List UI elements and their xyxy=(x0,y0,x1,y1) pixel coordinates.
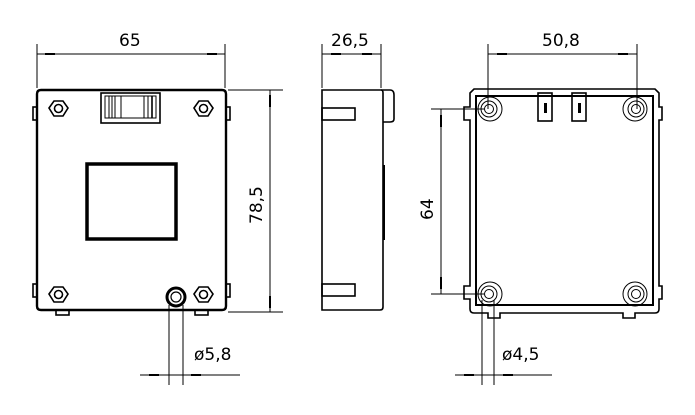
front-lug xyxy=(32,106,38,121)
rear-body-inner-outline xyxy=(475,95,654,306)
dimension-front-width xyxy=(36,44,226,88)
dimension-label-diameter-4-5: ø4,5 xyxy=(502,345,539,365)
rear-view: 50,8 64 ø4,5 xyxy=(418,31,663,385)
dimension-front-height xyxy=(228,89,283,313)
dimension-rear-hole xyxy=(455,300,552,385)
front-body-outline xyxy=(35,88,228,312)
front-lug xyxy=(32,283,38,298)
side-tab xyxy=(381,89,395,123)
mounting-hole-icon xyxy=(622,281,648,307)
led-hole-icon xyxy=(165,286,187,308)
dimension-label-65: 65 xyxy=(119,31,141,51)
terminal-icon xyxy=(571,92,587,122)
rear-body-outer-outline xyxy=(463,88,663,319)
mounting-hole-icon xyxy=(622,96,648,122)
dimension-label-50-8: 50,8 xyxy=(542,31,580,51)
front-foot xyxy=(194,309,209,316)
dimension-rear-hole-spacing-h xyxy=(487,44,638,109)
hex-nut-icon xyxy=(48,100,69,117)
side-slot xyxy=(321,107,356,121)
dimension-side-depth xyxy=(321,44,382,88)
front-lug xyxy=(225,106,231,121)
terminal-icon xyxy=(537,92,553,122)
side-body-outline xyxy=(321,89,384,311)
dimension-label-64: 64 xyxy=(418,198,438,220)
display-window xyxy=(85,162,178,241)
dimension-label-26-5: 26,5 xyxy=(331,31,369,51)
dimension-front-hole xyxy=(140,305,240,385)
front-lug xyxy=(225,283,231,298)
hex-nut-icon xyxy=(193,100,214,117)
side-view: 26,5 xyxy=(321,31,395,311)
front-foot xyxy=(55,309,70,316)
hex-nut-icon xyxy=(193,286,214,303)
dimension-label-diameter-5-8: ø5,8 xyxy=(194,345,231,365)
switch-icon xyxy=(100,92,161,124)
hex-nut-icon xyxy=(48,286,69,303)
front-view: 65 78,5 ø5,8 xyxy=(32,31,283,385)
side-slot xyxy=(321,283,356,297)
dimension-label-78-5: 78,5 xyxy=(247,186,267,224)
dimension-rear-hole-spacing-v xyxy=(431,108,484,295)
